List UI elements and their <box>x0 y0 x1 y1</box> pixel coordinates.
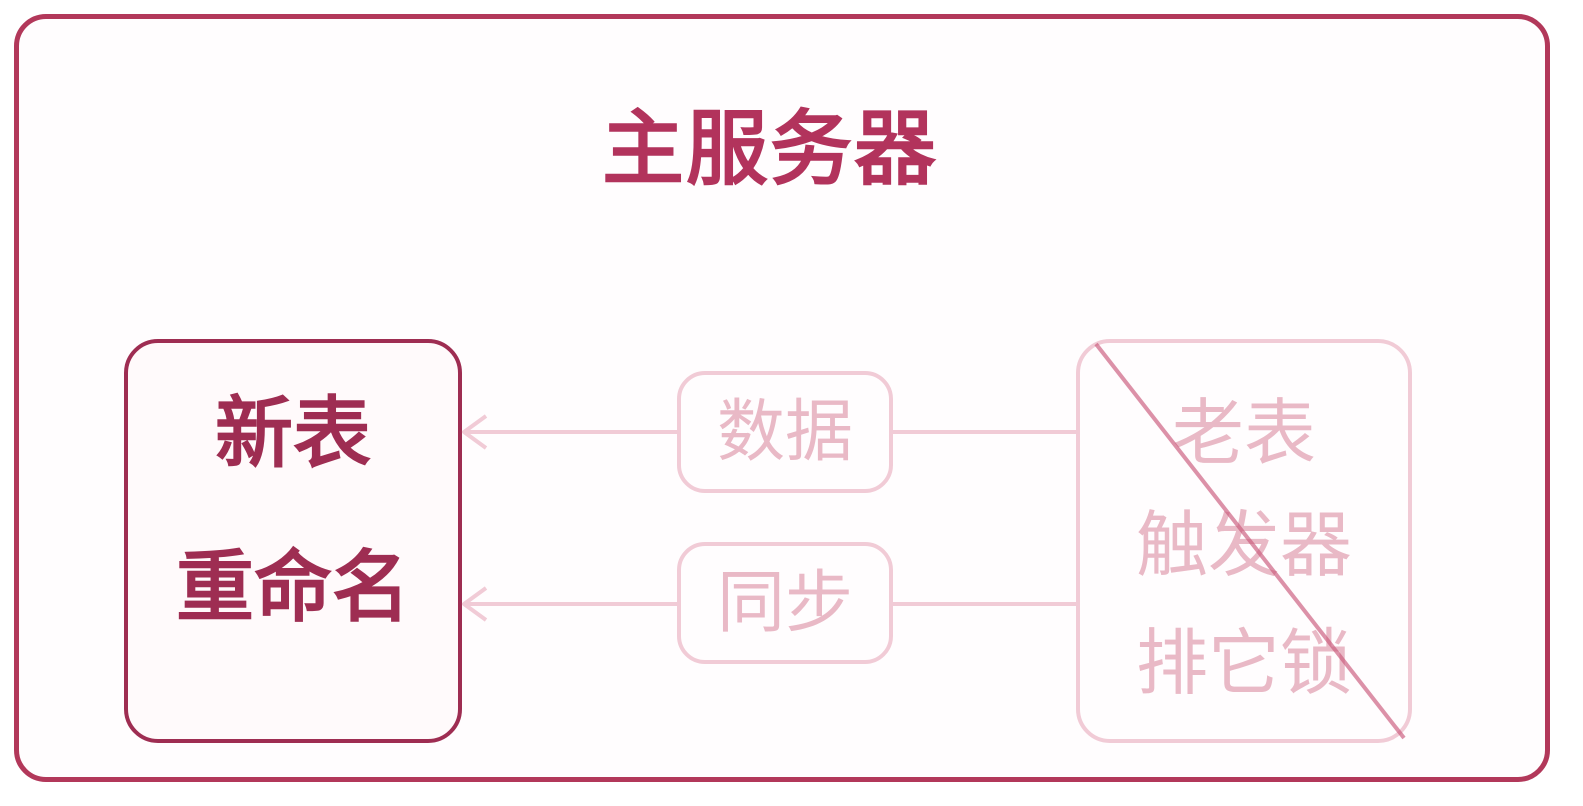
new-table-label: 新表 <box>214 389 371 479</box>
rename-label: 重命名 <box>175 543 410 633</box>
trigger-label: 触发器 <box>1135 503 1352 587</box>
exclusive-lock-label: 排它锁 <box>1135 621 1352 705</box>
data-label: 数据 <box>716 393 853 472</box>
main-server-title: 主服务器 <box>601 102 938 197</box>
data-pill: 数据 <box>677 371 893 493</box>
sync-pill: 同步 <box>677 542 893 664</box>
old-table-box: 老表 触发器 排它锁 <box>1076 339 1412 743</box>
old-table-label: 老表 <box>1171 391 1316 475</box>
sync-label: 同步 <box>716 564 853 643</box>
new-table-box: 新表 重命名 <box>124 339 462 743</box>
